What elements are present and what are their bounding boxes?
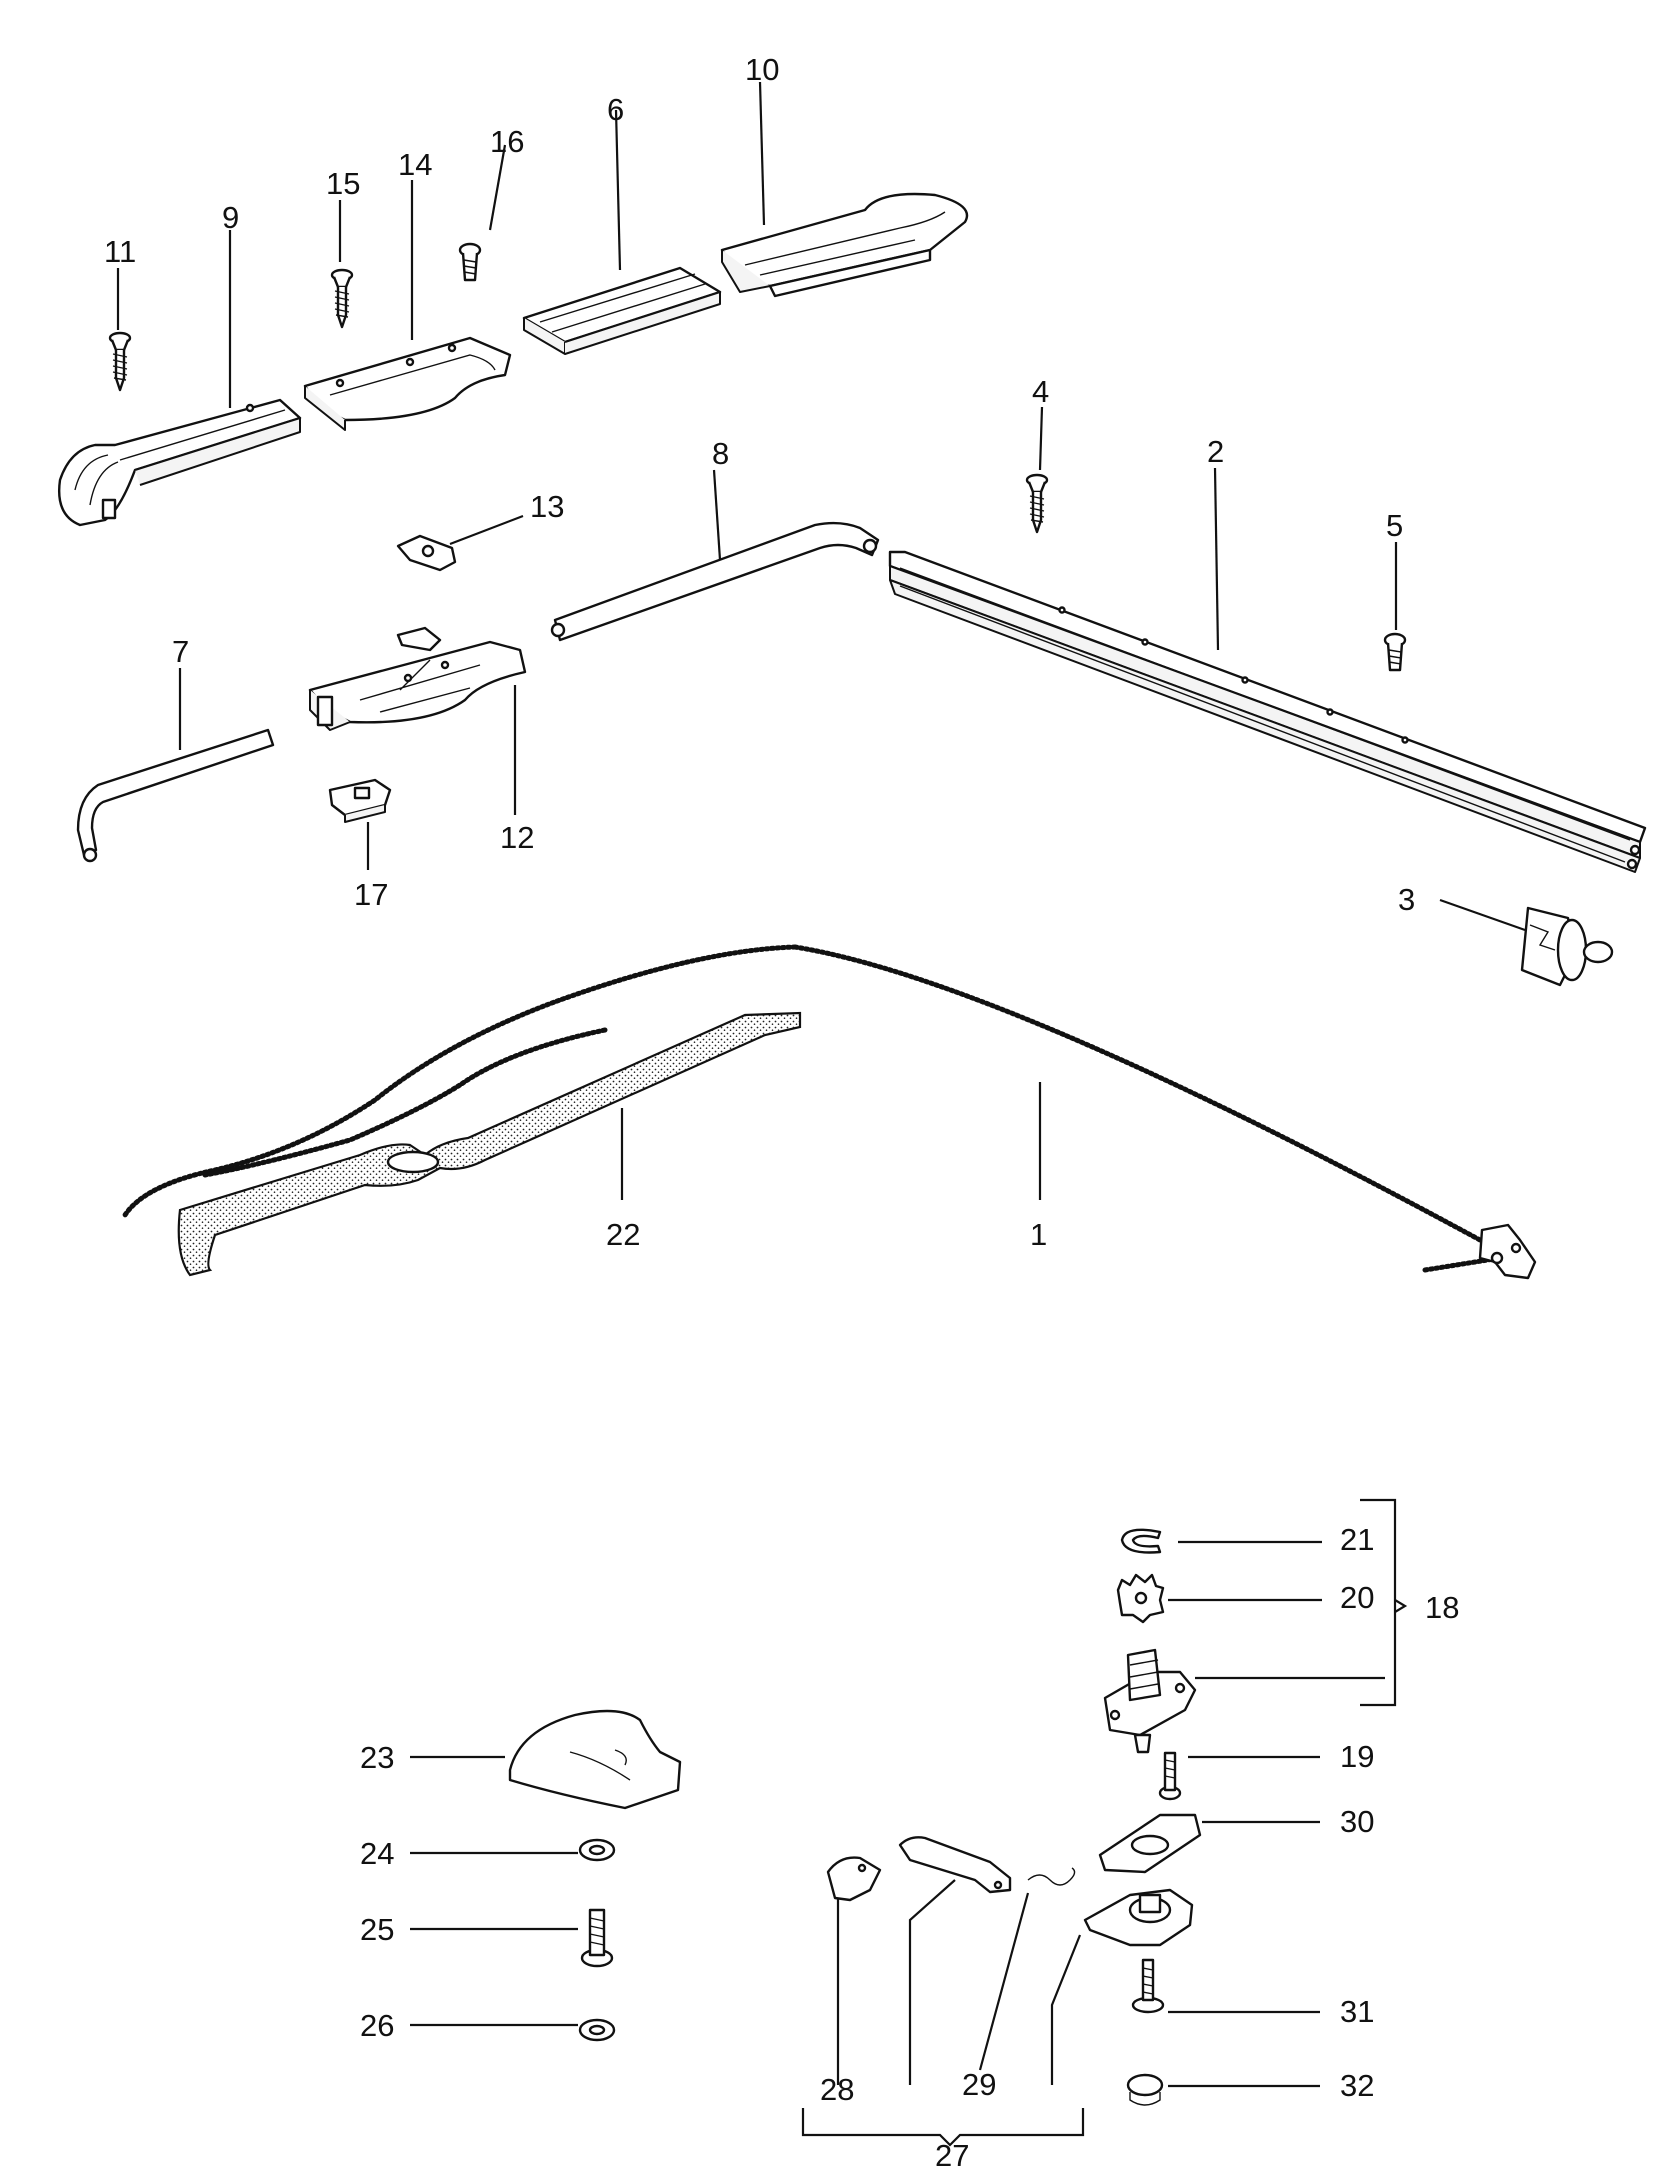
callout-10: 10 [745,52,779,87]
callout-1: 1 [1030,1217,1047,1252]
callout-19: 19 [1340,1739,1374,1774]
part-20-pinion [1116,1573,1165,1624]
callout-6: 6 [607,92,624,127]
callout-3: 3 [1398,882,1415,917]
callout-32: 32 [1340,2068,1374,2103]
part-30-gasket [1098,1813,1202,1874]
part-15-screw [330,268,354,329]
callout-7: 7 [172,634,189,669]
part-17-slider [328,778,392,823]
callout-15: 15 [326,166,360,201]
part-9-rail-end [58,398,302,527]
part-4-screw [1025,473,1049,534]
callout-8: 8 [712,436,729,471]
leader-lines [116,81,1526,2147]
callout-24: 24 [360,1836,394,1871]
part-32-cap [1126,2073,1164,2106]
callout-13: 13 [530,489,564,524]
callout-21: 21 [1340,1522,1374,1557]
part-12-guide-carriage [308,626,527,731]
callout-26: 26 [360,2008,394,2043]
callout-17: 17 [354,877,388,912]
part-22-seal [177,1011,802,1277]
callout-22: 22 [606,1217,640,1252]
part-21-clip [1120,1528,1162,1554]
callout-23: 23 [360,1740,394,1775]
callout-labels: 10 6 16 14 15 9 11 4 2 5 8 13 7 12 17 3 … [104,52,1459,2168]
part-5-screw [1383,632,1407,672]
part-7-short-tube [76,728,275,863]
callout-14: 14 [398,147,432,182]
callout-31: 31 [1340,1994,1374,2029]
part-2-side-rail [888,550,1647,873]
callout-18: 18 [1425,1590,1459,1625]
part-26-cap [578,2018,616,2042]
part-11-screw [108,331,132,392]
callout-2: 2 [1207,434,1224,469]
callout-29: 29 [962,2067,996,2102]
part-31-bolt [1131,1958,1165,2014]
callout-25: 25 [360,1912,394,1947]
part-18-gear-housing [1103,1648,1197,1754]
part-6-rail-segment [522,266,722,355]
part-3-end-plug [1520,906,1614,987]
callout-12: 12 [500,820,534,855]
part-19-screw [1158,1751,1182,1801]
callout-20: 20 [1340,1580,1374,1615]
part-25-screw [580,1908,614,1968]
callout-11: 11 [104,234,136,269]
part-10-rail-end [720,192,969,298]
part-8-cable-guide-tube [550,521,880,642]
callout-30: 30 [1340,1804,1374,1839]
part-24-washer [578,1838,616,1862]
callout-5: 5 [1386,508,1403,543]
callout-16: 16 [490,124,524,159]
part-16-screw [458,242,482,282]
part-27-crank-handle [826,1836,1194,1947]
part-23-cover [508,1709,682,1810]
callout-9: 9 [222,200,239,235]
callout-4: 4 [1032,374,1049,409]
part-14-guide-block [303,336,512,431]
callout-28: 28 [820,2072,854,2107]
callout-27: 27 [935,2138,969,2168]
part-1-drive-cable [122,944,1537,1280]
part-13-clip [396,534,457,572]
